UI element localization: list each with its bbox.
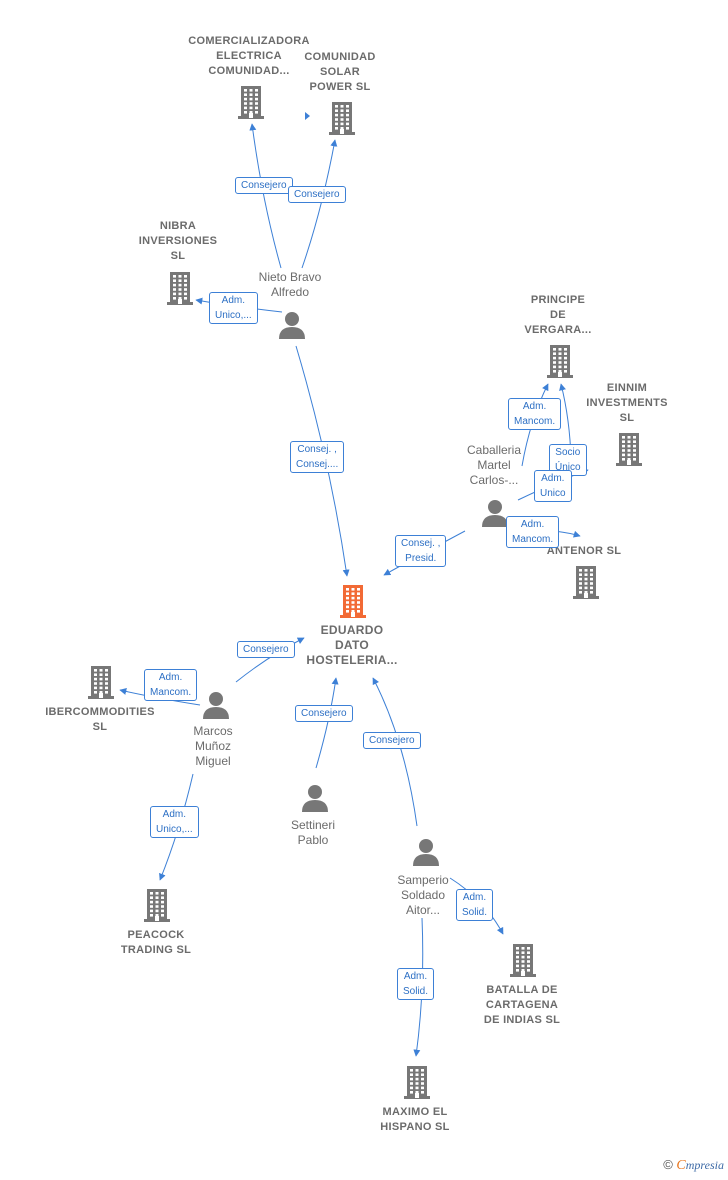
edge-samperio-to-eduardo (372, 677, 418, 827)
node-label-settineri[interactable]: Settineri Pablo (290, 818, 336, 847)
building-icon-principe[interactable] (544, 343, 576, 384)
edge-label-consej[interactable]: Consej. , Presid. (395, 535, 447, 567)
edge-label-consejero[interactable]: Consejero (237, 641, 295, 658)
building-icon-peacock[interactable] (141, 887, 173, 928)
node-label-comunidad_solar[interactable]: COMUNIDAD SOLAR POWER SL (304, 51, 376, 93)
edge-label-consejero[interactable]: Consejero (295, 705, 353, 722)
person-icon-marcos[interactable] (201, 690, 231, 725)
node-label-maximo[interactable]: MAXIMO EL HISPANO SL (380, 1106, 450, 1133)
edge-nieto-to-comercializadora (249, 123, 282, 269)
building-icon-batalla[interactable] (507, 942, 539, 983)
building-icon-comercializadora[interactable] (235, 84, 267, 125)
node-label-peacock[interactable]: PEACOCK TRADING SL (120, 929, 192, 956)
building-icon-maximo[interactable] (401, 1064, 433, 1105)
building-icon-eduardo[interactable] (337, 583, 369, 624)
building-icon-antenor[interactable] (570, 564, 602, 605)
brand-logo-text: mpresia (685, 1158, 724, 1172)
brand-logo-initial: C (676, 1158, 686, 1173)
person-icon-caballeria[interactable] (480, 498, 510, 533)
building-icon-ibercommodities[interactable] (85, 664, 117, 705)
building-icon-einnim[interactable] (613, 431, 645, 472)
edge-label-consej[interactable]: Consej. , Consej.... (290, 441, 345, 473)
person-icon-settineri[interactable] (300, 783, 330, 818)
node-label-marcos[interactable]: Marcos Muñoz Miguel (193, 724, 233, 768)
edge-nieto-to-comunidad_solar (301, 139, 338, 269)
copyright-symbol: © (663, 1157, 673, 1172)
node-label-samperio[interactable]: Samperio Soldado Aitor... (397, 873, 449, 917)
person-icon-nieto[interactable] (277, 310, 307, 345)
node-label-nieto[interactable]: Nieto Bravo Alfredo (258, 270, 322, 299)
node-label-antenor[interactable]: ANTENOR SL (546, 545, 622, 557)
edge-settineri-to-eduardo (315, 677, 339, 769)
node-label-nibra[interactable]: NIBRA INVERSIONES SL (138, 220, 218, 262)
person-icon-samperio[interactable] (411, 837, 441, 872)
node-label-principe[interactable]: PRINCIPE DE VERGARA... (524, 294, 592, 336)
node-label-eduardo[interactable]: EDUARDO DATO HOSTELERIA... (306, 623, 398, 667)
building-icon-comunidad_solar[interactable] (326, 100, 358, 141)
node-label-ibercommodities[interactable]: IBERCOMMODITIES SL (45, 706, 155, 733)
edge-label-adm[interactable]: Adm. Mancom. (508, 398, 562, 430)
edge-label-consejero[interactable]: Consejero (288, 186, 346, 203)
edge-label-adm[interactable]: Adm. Solid. (397, 968, 435, 1000)
edge-label-adm[interactable]: Adm. Solid. (456, 889, 494, 921)
node-label-einnim[interactable]: EINNIM INVESTMENTS SL (586, 382, 668, 424)
edge-label-adm[interactable]: Adm. Mancom. (506, 516, 560, 548)
edge-label-adm[interactable]: Adm. Unico,... (209, 292, 258, 324)
footer-brand: © Cmpresia (663, 1157, 724, 1174)
edge-label-adm[interactable]: Adm. Unico (534, 470, 572, 502)
building-icon-nibra[interactable] (164, 270, 196, 311)
edge-label-adm[interactable]: Adm. Mancom. (144, 669, 198, 701)
node-label-batalla[interactable]: BATALLA DE CARTAGENA DE INDIAS SL (483, 984, 561, 1026)
edge-label-adm[interactable]: Adm. Unico,... (150, 806, 199, 838)
node-label-comercializadora[interactable]: COMERCIALIZADORA ELECTRICA COMUNIDAD... (188, 35, 310, 77)
edge-label-consejero[interactable]: Consejero (235, 177, 293, 194)
edge-stub-arrow (305, 112, 310, 120)
edge-label-consejero[interactable]: Consejero (363, 732, 421, 749)
node-label-caballeria[interactable]: Caballeria Martel Carlos-... (466, 443, 522, 487)
